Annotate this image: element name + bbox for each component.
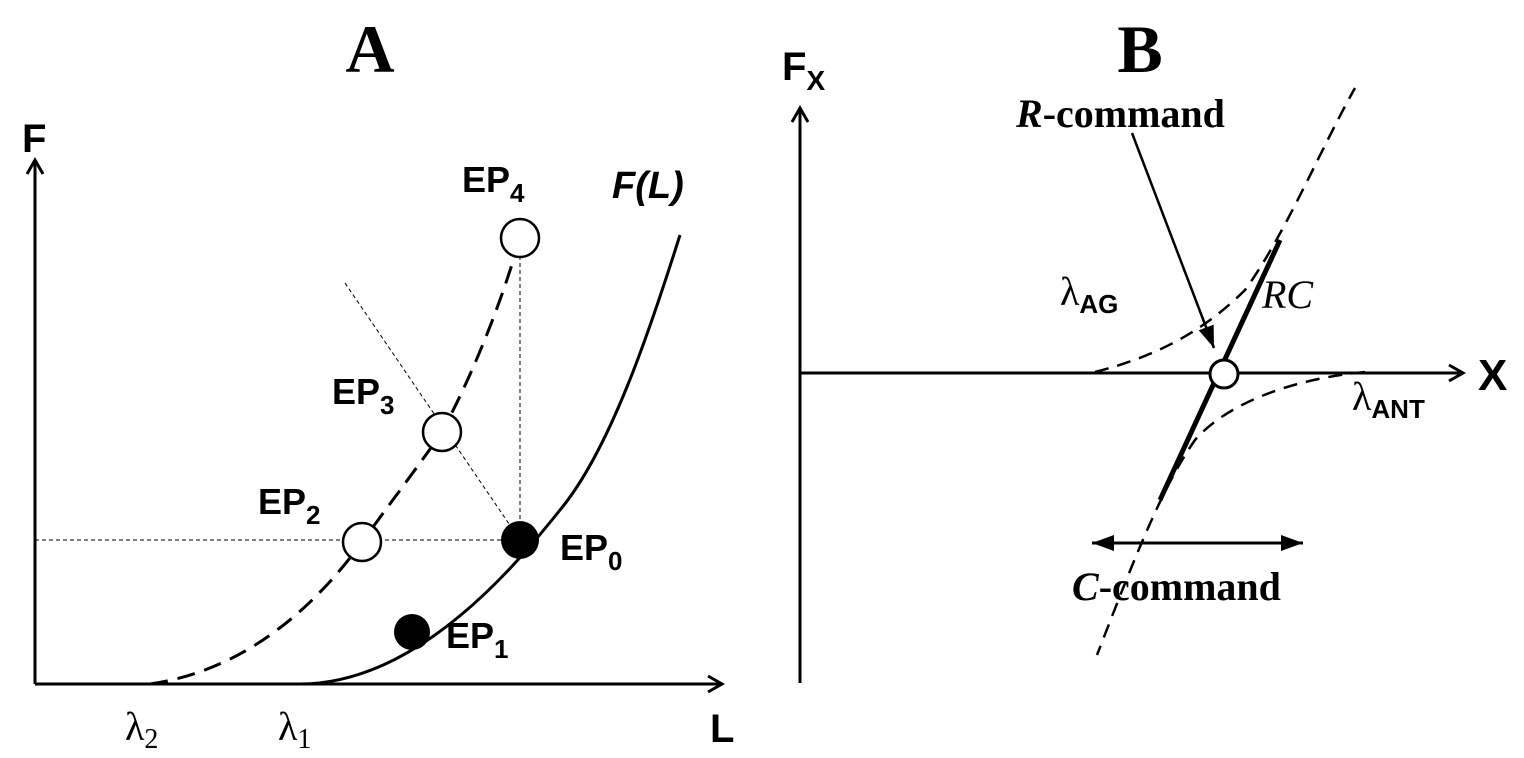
ep2-label: EP2 [258,481,321,530]
r-command-arrow [1130,132,1216,349]
guide-diagonal [344,282,521,541]
ep4-label: EP4 [462,159,525,208]
antagonist-curve [1095,370,1366,656]
lambda2-label: λ2 [125,704,158,755]
curve-label: F(L) [612,165,684,207]
lambda-ag-label: λAG [1060,269,1118,319]
lambda-ant-label: λANT [1352,374,1425,424]
panel-a-title: A [345,11,394,87]
ep2-point [341,521,383,563]
r-command-label: R-command [1015,91,1225,136]
ep3-label: EP3 [332,371,395,420]
ep4-point [499,217,541,259]
x-axis-label-b: X [1478,351,1507,400]
ep1-label: EP1 [446,615,509,664]
ep0-label: EP0 [560,527,623,576]
panel-b-title: B [1117,11,1162,87]
shifted-curve [149,237,522,686]
agonist-curve [1094,87,1357,374]
ep3-point [421,411,463,453]
ep0-point [501,521,539,559]
y-axis-label: F [22,117,46,161]
panel-b: B FX X R-command C-command RC λAG λANT [782,11,1507,683]
panel-a: A F L EP0 EP1 EP2 EP3 EP4 F(L) λ2 λ1 [22,11,734,755]
rc-point [1208,358,1240,390]
c-command-label: C-command [1072,564,1281,609]
lambda1-label: λ1 [278,704,311,755]
force-length-curve [299,234,682,686]
x-axis-label: L [710,707,734,751]
rc-label: RC [1261,272,1314,317]
fx-axis-label: FX [782,45,825,96]
ep1-point [394,614,430,650]
